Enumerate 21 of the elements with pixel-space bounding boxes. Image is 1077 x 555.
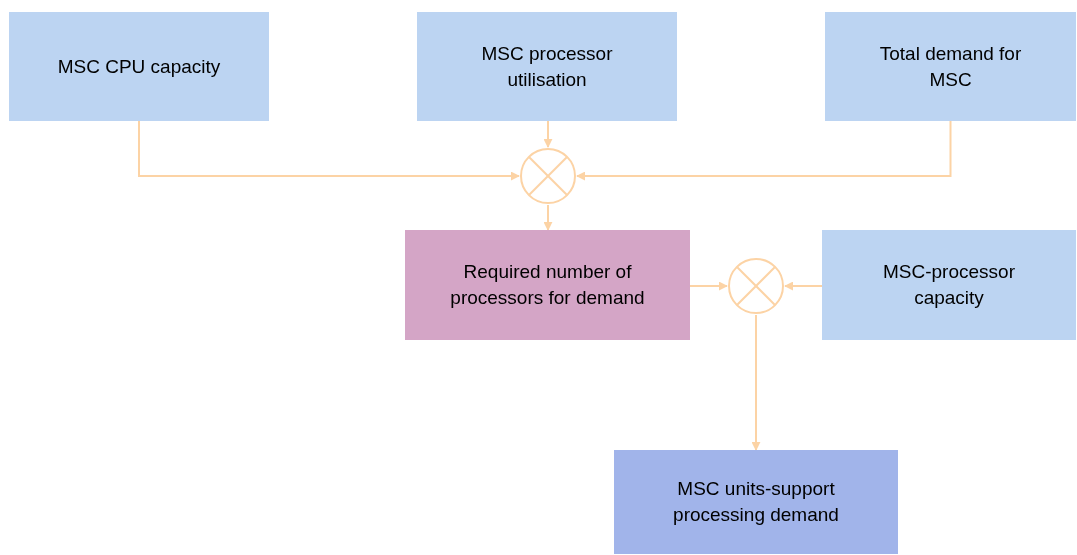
multiply-circle [519, 147, 577, 205]
process-box [417, 12, 677, 121]
arrow [751, 314, 761, 451]
arrow [138, 120, 520, 181]
arrow [576, 120, 952, 181]
process-box [614, 450, 898, 554]
multiply-circle [727, 257, 785, 315]
box-label: MSC-processor capacity [882, 260, 1016, 310]
process-box [405, 230, 690, 340]
process-box [825, 12, 1076, 121]
arrow [543, 120, 553, 148]
box-label: Required number of processors for demand [449, 260, 646, 310]
process-box [822, 230, 1076, 340]
box-label: MSC units-support processing demand [672, 477, 840, 527]
box-label: MSC processor utilisation [480, 41, 614, 92]
process-box [9, 12, 269, 121]
arrow [543, 204, 553, 231]
box-label: Total demand for MSC [878, 41, 1023, 92]
arrow [784, 281, 823, 291]
arrow [689, 281, 728, 291]
box-label: MSC CPU capacity [57, 54, 221, 79]
